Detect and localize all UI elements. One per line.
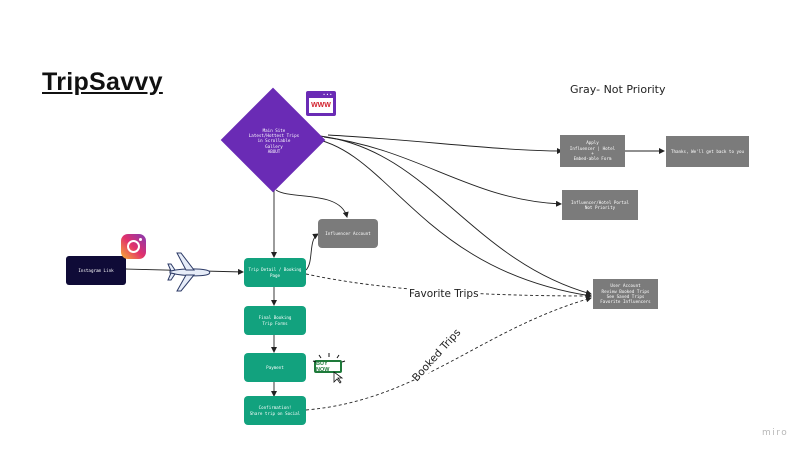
main-site-label: Main Site Latest/Hottest Trips in Scroll…: [248, 127, 300, 154]
portal-node[interactable]: Influencer/Hotel Portal Not Priority: [562, 190, 638, 220]
edge-main-to-apply: [327, 134, 563, 154]
apply-node[interactable]: Apply Influencer | Hotel + Embed-able Fo…: [560, 135, 625, 167]
confirmation-node[interactable]: Confirmation! Share trip on Social: [244, 396, 306, 425]
trip-detail-node[interactable]: Trip Detail / Booking Page: [244, 258, 306, 287]
airplane-icon: [167, 252, 211, 292]
instagram-link-node[interactable]: Instagram Link: [66, 256, 126, 285]
page-title: TripSavvy: [42, 68, 163, 96]
miro-watermark: miro: [762, 428, 789, 438]
payment-node[interactable]: Payment: [244, 353, 306, 382]
edge-main-to-user-account-1: [319, 135, 592, 296]
edge-main-to-user-account-2: [309, 137, 592, 299]
buy-now-icon: BUY NOW: [314, 360, 342, 373]
edge-main-to-portal: [323, 136, 562, 207]
final-booking-node[interactable]: Final Booking Trip Forms: [244, 306, 306, 335]
thanks-node[interactable]: Thanks, We'll get back to you: [666, 136, 749, 167]
www-browser-icon: ••• WWW: [306, 91, 336, 116]
edge-main-to-influencer-account: [275, 189, 349, 218]
priority-note: Gray- Not Priority: [570, 83, 666, 96]
buy-now-sparkle-icon: [312, 353, 346, 384]
edge-trip-to-influencer-account: [305, 233, 319, 271]
influencer-account-node[interactable]: Influencer Account: [318, 219, 378, 248]
instagram-icon: [121, 234, 146, 259]
edge-booked-trips: [305, 296, 592, 411]
edge-favorite-trips: [305, 273, 592, 299]
user-account-node[interactable]: User Account Review Booked Trips See Sav…: [593, 279, 658, 309]
edge-label-favorite-trips: Favorite Trips: [409, 288, 479, 300]
